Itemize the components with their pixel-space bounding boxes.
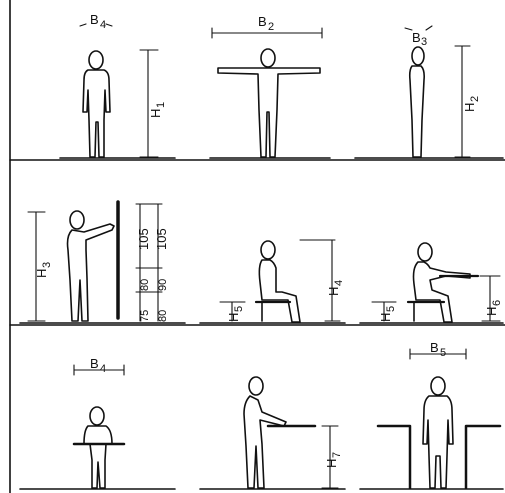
h6-label: H bbox=[484, 307, 499, 316]
floor-lines bbox=[19, 157, 504, 490]
b3-label: B bbox=[412, 30, 421, 45]
b4-bottom-dimension: B 4 bbox=[73, 356, 125, 376]
h5-right-label: H bbox=[378, 313, 393, 322]
h3-dimension: H 3 bbox=[27, 211, 53, 322]
h5-right-sub: 5 bbox=[385, 306, 397, 312]
b5-label: B bbox=[430, 340, 439, 355]
h1-sub: 1 bbox=[155, 102, 167, 108]
figure-standing-front bbox=[82, 50, 111, 158]
b3-dimension: B 3 bbox=[404, 25, 433, 48]
h7-sub: 7 bbox=[331, 452, 343, 458]
h2-sub: 2 bbox=[469, 96, 481, 102]
h4-label: H bbox=[326, 287, 341, 296]
dim-80-a: 80 bbox=[139, 279, 151, 291]
b4-bottom-sub: 4 bbox=[100, 363, 106, 375]
h4-sub: 4 bbox=[333, 280, 345, 286]
dim-80-b: 80 bbox=[157, 310, 169, 322]
figure-between-counters bbox=[376, 376, 502, 490]
frame bbox=[9, 0, 505, 493]
h5-right-dimension: H 5 bbox=[371, 301, 397, 322]
b4-top-dimension: B 4 bbox=[79, 12, 113, 31]
h7-label: H bbox=[324, 459, 339, 468]
h5-mid-sub: 5 bbox=[233, 306, 245, 312]
dim-105-b: 105 bbox=[154, 228, 169, 250]
figure-seated-table bbox=[406, 242, 480, 323]
h6-sub: 6 bbox=[491, 300, 503, 306]
h4-dimension: H 4 bbox=[299, 239, 345, 322]
b5-dimension: B 5 bbox=[409, 340, 467, 360]
b4-bottom-label: B bbox=[90, 356, 99, 371]
h3-label: H bbox=[34, 269, 49, 278]
h3-sub: 3 bbox=[41, 262, 53, 268]
dim-90: 90 bbox=[157, 279, 169, 291]
dim-75: 75 bbox=[139, 310, 151, 322]
h6-dimension: H 6 bbox=[479, 275, 503, 322]
figure-counter-side bbox=[243, 376, 317, 489]
h1-label: H bbox=[148, 109, 163, 118]
figure-reaching-wall bbox=[66, 200, 120, 322]
figure-arms-outstretched bbox=[217, 48, 321, 158]
figure-standing-side bbox=[408, 46, 425, 158]
figure-counter-front bbox=[72, 406, 126, 489]
wall-dimensions: 105 105 80 90 75 80 bbox=[135, 203, 169, 322]
b2-sub: 2 bbox=[268, 21, 274, 33]
b2-dimension: B 2 bbox=[211, 14, 323, 39]
h2-dimension: H 2 bbox=[454, 45, 481, 158]
h7-dimension: H 7 bbox=[321, 425, 343, 489]
dim-105-a: 105 bbox=[136, 228, 151, 250]
h1-dimension: H 1 bbox=[139, 49, 167, 158]
b4-top-sub: 4 bbox=[100, 19, 106, 31]
b5-sub: 5 bbox=[440, 347, 446, 359]
b2-label: B bbox=[258, 14, 267, 29]
b4-top-label: B bbox=[90, 12, 99, 27]
h5-mid-dimension: H 5 bbox=[219, 301, 246, 322]
h2-label: H bbox=[462, 103, 477, 112]
figure-seated bbox=[254, 240, 301, 323]
h5-mid-label: H bbox=[226, 313, 241, 322]
b3-sub: 3 bbox=[421, 36, 427, 48]
